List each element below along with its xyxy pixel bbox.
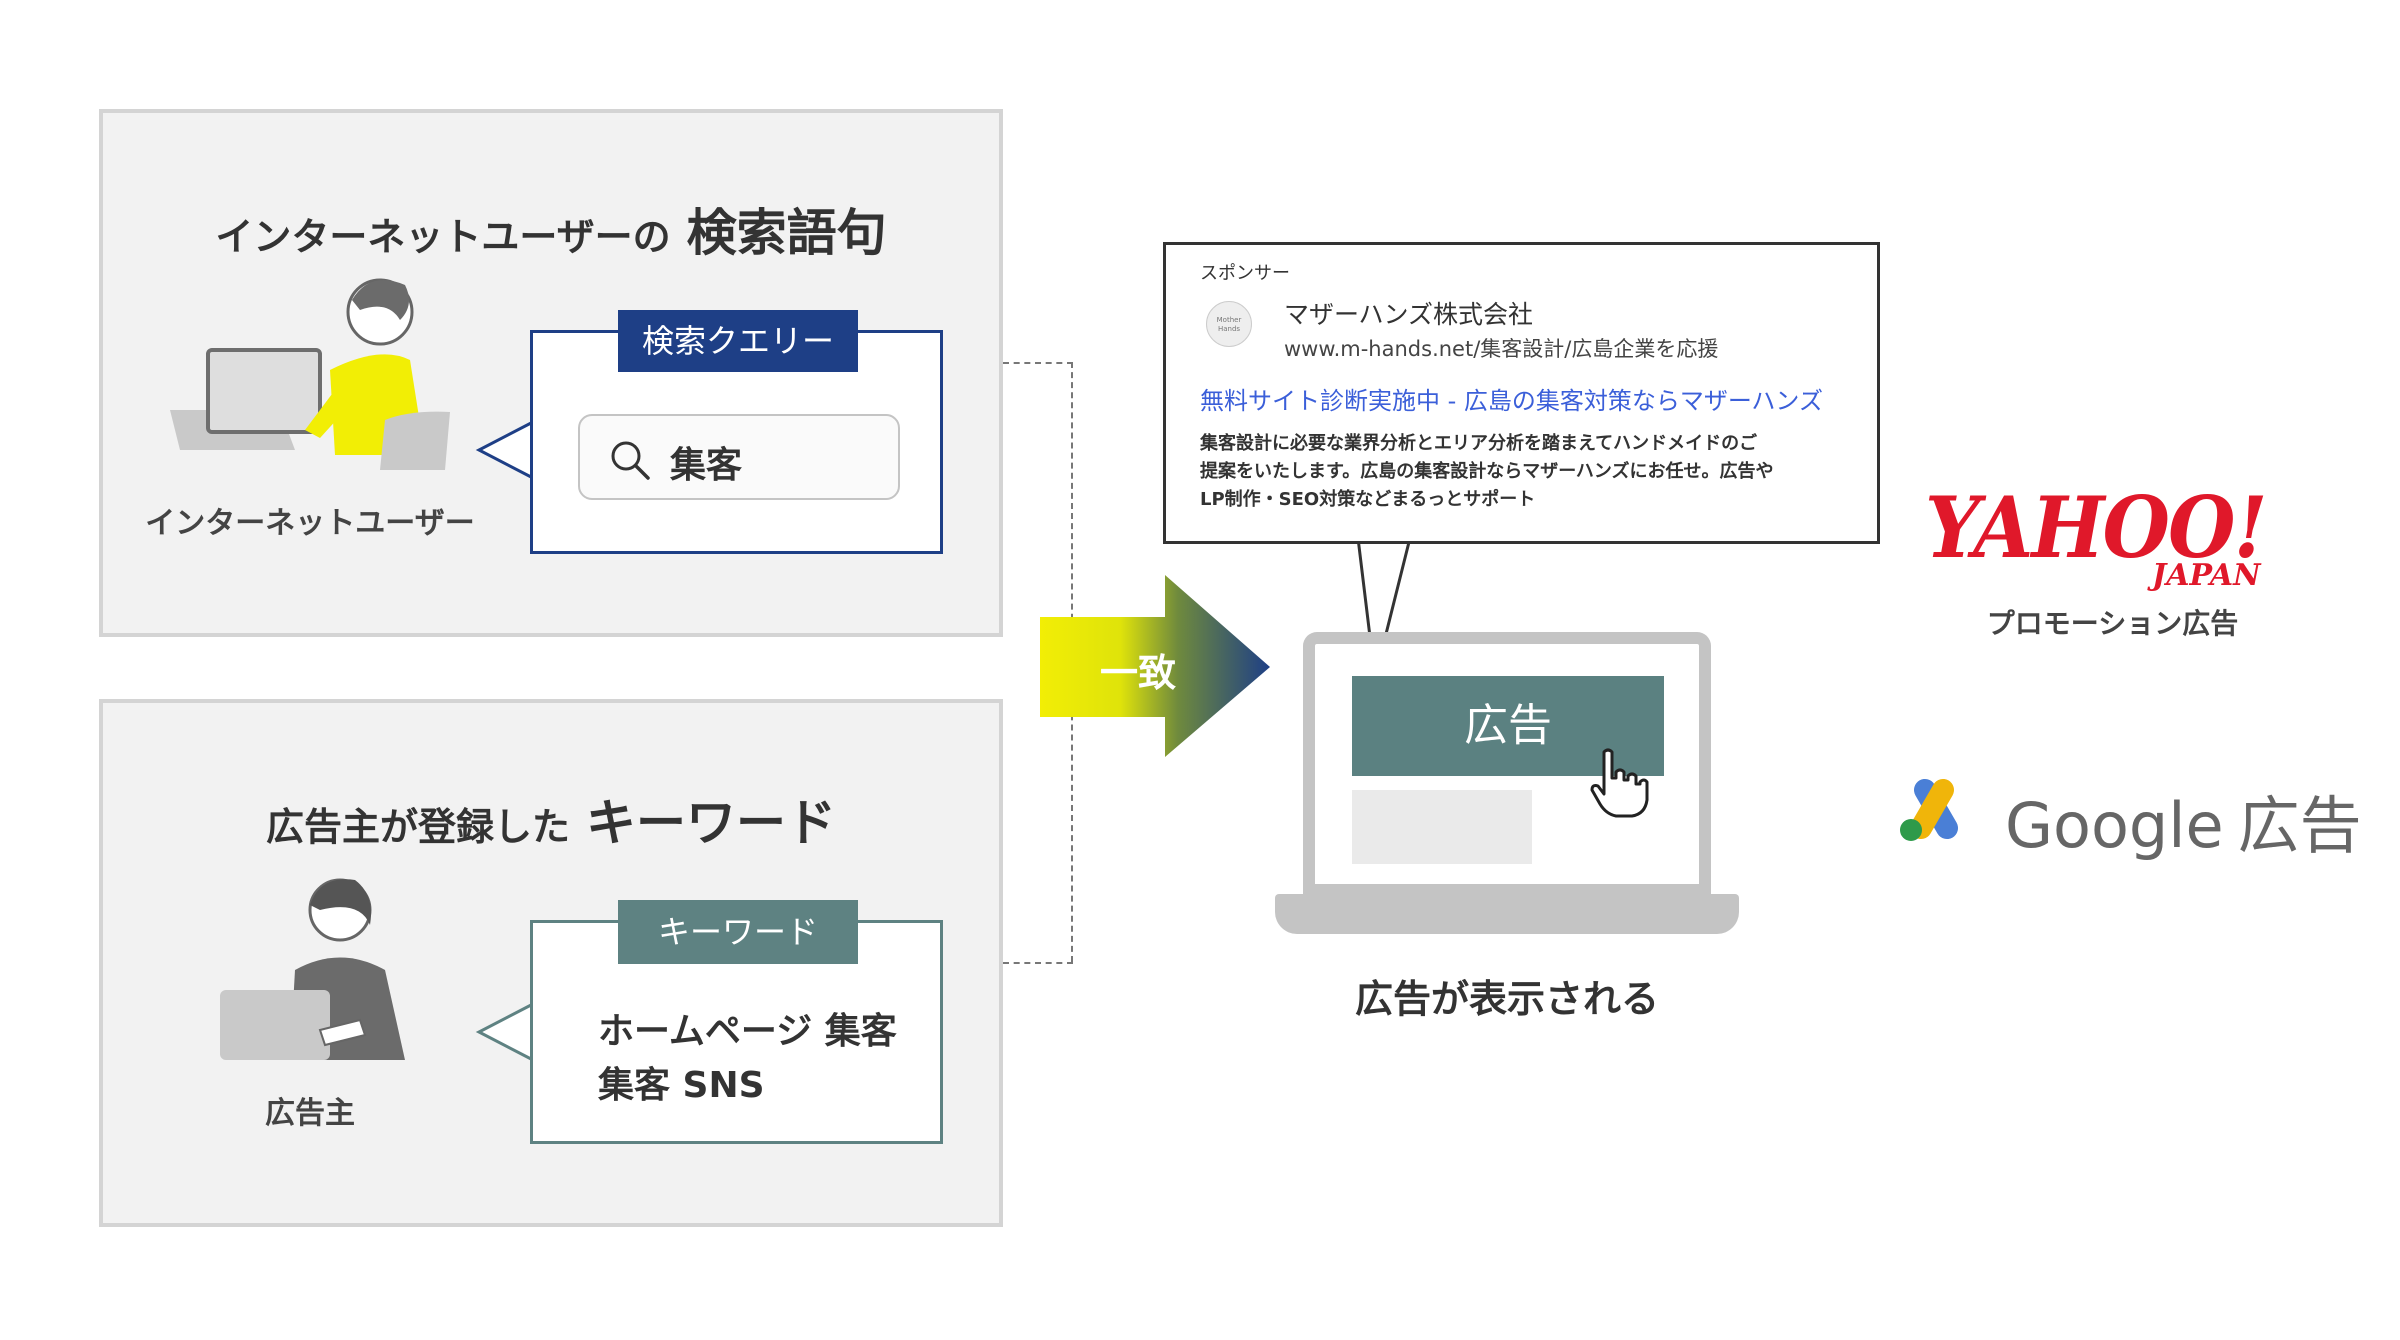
google-word: Google xyxy=(2005,789,2224,862)
match-label: 一致 xyxy=(1100,651,1177,695)
user-arm-shape xyxy=(305,390,350,438)
advertiser-laptop-shape xyxy=(220,990,330,1060)
favicon-text: Mother Hands xyxy=(1216,316,1242,333)
yahoo-logo-text: YAHOO! xyxy=(1925,478,2268,577)
ad-description-line-1: 集客設計に必要な業界分析とエリア分析を踏まえてハンドメイドのご xyxy=(1200,433,1758,454)
laptop-placeholder-block xyxy=(1352,790,1532,864)
search-panel-title: インターネットユーザーの検索語句 xyxy=(103,193,999,265)
search-panel-title-main: 検索語句 xyxy=(686,204,887,262)
advertiser-name: マザーハンズ株式会社 xyxy=(1284,300,1534,329)
connector-top-horizontal xyxy=(1003,362,1073,364)
advertiser-favicon: Mother Hands xyxy=(1206,301,1252,347)
keyword-line-2: 集客 SNS xyxy=(598,1065,765,1106)
keyword-panel-title-main: キーワード xyxy=(586,794,836,852)
keyword-line-1: ホームページ 集客 xyxy=(598,1011,897,1052)
yahoo-logo: YAHOO! xyxy=(1925,478,2268,577)
keyword-panel-title: 広告主が登録したキーワード xyxy=(103,783,999,855)
search-input[interactable]: 集客 xyxy=(578,414,900,500)
laptop-ad-label: 広告 xyxy=(1464,700,1552,751)
connector-bottom-horizontal xyxy=(1003,962,1073,964)
advertiser-hair-shape xyxy=(310,879,371,925)
ad-description-line-3: LP制作・SEO対策などまるっとサポート xyxy=(1200,489,1536,510)
google-suffix: 広告 xyxy=(2237,789,2362,862)
advertiser-illustration xyxy=(220,878,405,1060)
keyword-bubble-pointer xyxy=(475,1000,535,1070)
keyword-tag: キーワード xyxy=(618,900,858,964)
ad-description-line-2: 提案をいたします。広島の集客設計ならマザーハンズにお任せ。広告や xyxy=(1200,461,1774,482)
google-ads-icon xyxy=(1900,778,1958,841)
ad-preview-card: スポンサー Mother Hands マザーハンズ株式会社 www.m-hand… xyxy=(1163,242,1880,544)
search-query-text: 集客 xyxy=(670,445,743,486)
search-icon xyxy=(611,441,650,480)
advertiser-label: 広告主 xyxy=(265,1096,355,1131)
laptop-base xyxy=(1275,894,1739,934)
internet-user-label: インターネットユーザー xyxy=(145,506,475,541)
advertiser-hand-shape xyxy=(318,1018,367,1047)
chair-shape xyxy=(380,411,450,470)
sponsor-label: スポンサー xyxy=(1200,263,1290,284)
laptop-screen-shape xyxy=(206,348,322,434)
ad-headline-link[interactable]: 無料サイト診断実施中 - 広島の集客対策ならマザーハンズ xyxy=(1200,387,1823,415)
user-hair-shape xyxy=(352,280,409,320)
yahoo-caption: プロモーション広告 xyxy=(1986,607,2239,640)
search-panel-title-prefix: インターネットユーザーの xyxy=(215,215,671,259)
advertiser-url: www.m-hands.net/集客設計/広島企業を応援 xyxy=(1284,337,1719,361)
search-query-tag: 検索クエリー xyxy=(618,310,858,372)
search-bubble-pointer xyxy=(475,420,535,490)
match-arrow xyxy=(1040,575,1270,757)
keyword-panel-title-prefix: 広告主が登録した xyxy=(265,805,570,849)
laptop-caption: 広告が表示される xyxy=(1354,977,1659,1021)
hand-cursor-icon xyxy=(1590,748,1649,818)
internet-user-illustration xyxy=(170,278,450,470)
yahoo-japan-text: JAPAN xyxy=(2152,558,2261,593)
